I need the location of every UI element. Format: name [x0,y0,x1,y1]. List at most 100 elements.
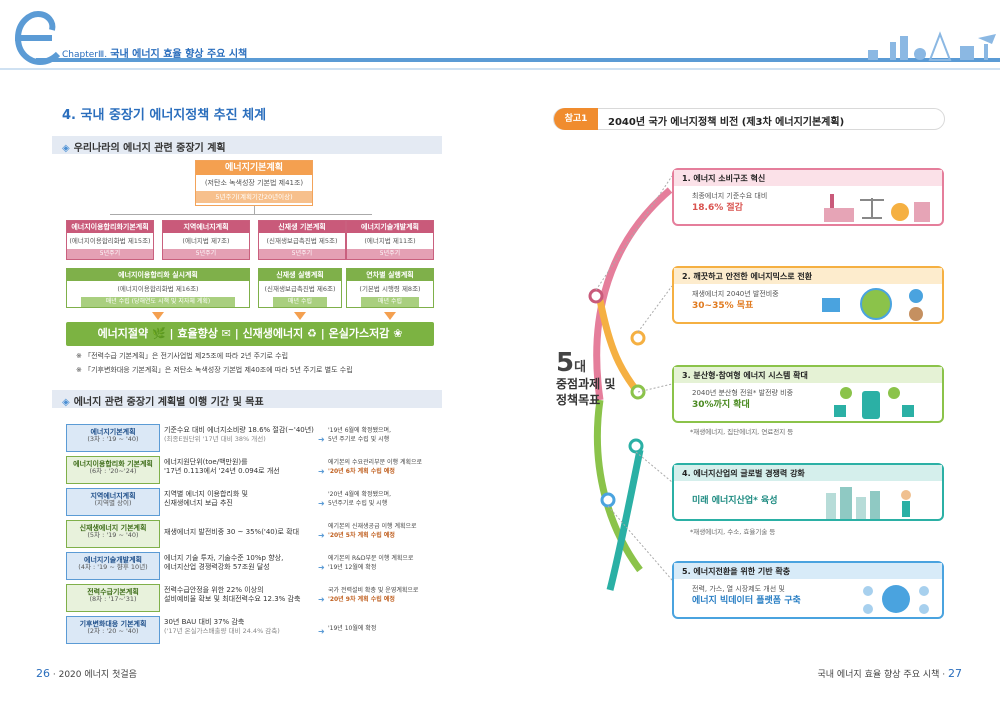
plan-cycle: 매년 수립 [361,297,419,307]
page-number: 26 [36,667,50,680]
pink-plan-box: 에너지기술개발계획 (에너지법 제11조) 5년주기 [346,220,434,260]
card-desc-text: 최종에너지 기준수요 대비 [692,192,768,200]
plan-law: (저탄소 녹색성장 기본법 제41조) [204,179,304,187]
status-text: '19년 10월에 확정 [328,625,377,632]
goal-sub: '17년 0.113에서 '24년 0.094로 개선 [164,467,280,476]
plan-name: 에너지기술개발계획 [84,556,142,564]
plan-row: 전력수급기본계획(8차 : '17~'31) 전력수급안정을 위한 22% 이상… [66,584,440,612]
footer-text: · 2020 에너지 첫걸음 [52,670,137,680]
status-highlight: '20년 5차 계획 수립 예정 [328,532,395,539]
goal-text: 전력수급안정을 위한 22% 이상의 [164,586,264,594]
plan-cycle: 5년주기 [259,249,345,259]
plan-law: (에너지이용합리화법 제16조) [117,285,199,293]
status-text: 국가 전력설비 확충 및 운영계획으로 [328,587,419,594]
status-text: '19년 6월에 확정됐으며, [328,427,391,434]
plan-period: (4차 : '19 ~ 향후 10년) [78,563,148,572]
status-text: 에기본의 신재생공급 이행 계획으로 [328,523,417,530]
plan-law: (에너지법 제7조) [182,237,230,245]
plan-status: '19년 10월에 확정 [328,624,440,633]
card-title: 5. 에너지전환을 위한 기반 확충 [674,563,942,579]
plan-goal: 재생에너지 발전비중 30 ~ 35%('40)로 확대 [164,528,314,537]
section-title: 4. 국내 중장기 에너지정책 추진 체계 [62,108,267,123]
status-text: 에기본의 R&D부문 이행 계획으로 [328,555,414,562]
header-rule [36,58,1000,62]
status-text: 에기본의 수요관리부문 이행 계획으로 [328,459,423,466]
plan-period: (8차 : '17~'31) [89,595,137,604]
energy-master-plan-box: 에너지기본계획 (저탄소 녹색성장 기본법 제41조) 5년주기(계획기간20년… [195,160,313,206]
task-card-3: 3. 분산형·참여형 에너지 시스템 확대 2040년 분산형 전원* 발전량 … [672,365,944,423]
card-title: 3. 분산형·참여형 에너지 시스템 확대 [674,367,942,383]
plan-cycle: 매년 수립 (당해연도 시책 및 지자체 계획) [81,297,235,307]
plan-name-box: 에너지기본계획(3차 : '19 ~ '40) [66,424,160,452]
card-footnote: *재생에너지, 수소, 효율기술 등 [690,528,776,536]
plan-cycle: 5년주기 [163,249,249,259]
plan-period: (6차 : '20~'24) [89,467,137,476]
plan-status: 에기본의 신재생공급 이행 계획으로 '20년 5차 계획 수립 예정 [328,522,440,540]
footnote: ※ 「기후변화대응 기본계획」은 저탄소 녹색성장 기본법 제40조에 따라 5… [76,366,353,374]
arrow-right-icon: ➜ [318,531,325,540]
subsection-bar-plans: ◈우리나라의 에너지 관련 중장기 계획 [52,136,442,154]
plan-name: 신재생에너지 기본계획 [79,524,147,532]
footer-right: 국내 에너지 효율 향상 주요 시책 · 27 [817,667,962,680]
city-people-icon [826,487,911,519]
chapter-e-logo-icon [14,10,60,66]
plan-status: 에기본의 수요관리부문 이행 계획으로'20년 6차 계획 수립 예정 [328,458,440,476]
policy-goals-bar: 에너지절약 🌿 | 효율향상 ✉ | 신재생에너지 ♻ | 온실가스저감 ❀ [66,322,434,346]
plan-title: 연차별 실행계획 [347,269,433,281]
plan-name-box: 전력수급기본계획(8차 : '17~'31) [66,584,160,612]
card-desc-text: 전력, 가스, 열 시장제도 개선 및 [692,585,785,593]
goal-sub: 에너지산업 경쟁력강화 57조원 달성 [164,563,270,572]
chapter-heading: ChapterⅢ. 국내 에너지 효율 향상 주요 시책 [62,45,247,60]
goal-text: 지역별 에너지 이용합리화 및 [164,490,248,498]
plan-period: (5차 : '19 ~ '40) [87,531,139,540]
task-card-4: 4. 에너지산업의 글로벌 경쟁력 강화 미래 에너지산업* 육성 [672,463,944,521]
arrow-right-icon: ➜ [318,595,325,604]
five-number: 5 [556,348,575,378]
plan-period: (2차 : '20 ~ '40) [87,627,139,636]
distributed-grid-icon [834,387,914,419]
card-desc-text: 2040년 분산형 전원* 발전량 비중 [692,389,794,397]
arrow-right-icon: ➜ [318,499,325,508]
down-arrow-icon [152,312,164,320]
status-text: 5년주기로 수립 및 시행 [328,500,388,507]
reference-title-box: 참고1 2040년 국가 에너지정책 비전 (제3차 에너지기본계획) [553,108,945,130]
five-line2: 정책목표 [556,393,601,408]
plan-title: 에너지기본계획 [196,161,312,175]
timeline-arc [588,175,673,591]
plan-cycle: 5년주기 [347,249,433,259]
plan-name: 에너지기본계획 [90,428,136,436]
card-desc: 미래 에너지산업* 육성 [692,495,802,508]
plan-name: 에너지이용합리화 기본계획 [73,460,153,468]
connector [254,206,255,214]
plan-row: 에너지기본계획(3차 : '19 ~ '40) 기준수요 대비 에너지소비량 1… [66,424,440,452]
plan-status: '20년 4월에 확정됐으며,5년주기로 수립 및 시행 [328,490,440,508]
goal-text: 재생에너지 발전비중 30 ~ 35%('40)로 확대 [164,528,300,536]
factory-scale-icon [824,194,930,222]
card-target: 에너지 빅데이터 플랫폼 구축 [692,595,801,606]
arrow-right-icon: ➜ [318,627,325,636]
plan-name: 전력수급기본계획 [87,588,139,596]
page-number: 27 [948,667,962,680]
plan-goal: 기준수요 대비 에너지소비량 18.6% 절감(~'40년)(최종E원단위 '1… [164,426,314,444]
plan-name: 지역에너지계획 [90,492,136,500]
goal-sub: 신재생에너지 보급 추진 [164,499,233,508]
green-plan-box: 에너지이용합리화 실시계획 (에너지이용합리화법 제16조) 매년 수립 (당해… [66,268,250,308]
plan-goal: 에너지원단위(toe/백만원)를'17년 0.113에서 '24년 0.094로… [164,458,314,477]
plan-name-box: 신재생에너지 기본계획(5차 : '19 ~ '40) [66,520,160,548]
plan-title: 에너지이용합리화 실시계획 [67,269,249,281]
plan-law: (에너지이용합리화법 제15조) [69,237,151,245]
plan-title: 에너지기술개발계획 [347,221,433,233]
plan-title: 지역에너지계획 [163,221,249,233]
plan-name-box: 지역에너지계획(지역별 상이) [66,488,160,516]
green-plan-box: 연차별 실행계획 (기본법 시행령 제8조) 매년 수립 [346,268,434,308]
status-text: 5년 주기로 수립 및 시행 [328,436,390,443]
plan-law: (에너지법 제11조) [364,237,416,245]
plan-row: 기후변화대응 기본계획(2차 : '20 ~ '40) 30년 BAU 대비 3… [66,616,440,644]
